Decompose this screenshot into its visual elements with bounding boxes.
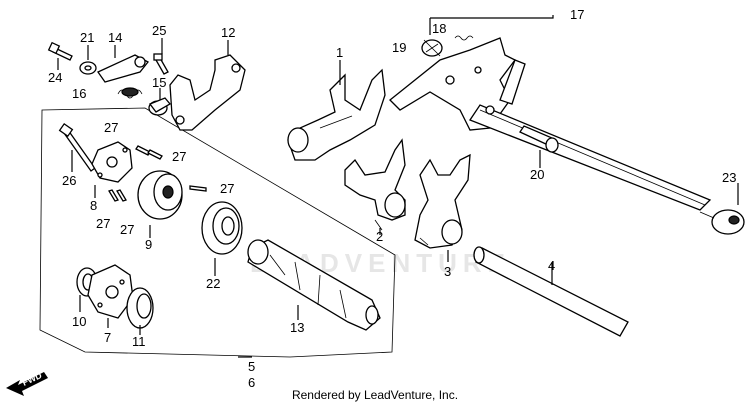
assembly-outline <box>39 107 396 358</box>
part-21-washer <box>79 61 97 75</box>
part-23-shaft-end <box>699 209 745 235</box>
part-8-drum-plate <box>91 141 133 183</box>
part-16-spring <box>117 89 143 99</box>
leader-17 <box>429 15 554 35</box>
part-number-15: 15 <box>152 75 166 90</box>
part-19-pivot <box>421 39 443 57</box>
part-27-pins <box>108 145 207 202</box>
part-3-shift-fork <box>414 153 471 249</box>
part-number-9: 9 <box>145 237 152 252</box>
part-number-27-e: 27 <box>120 222 134 237</box>
part-number-25: 25 <box>152 23 166 38</box>
part-14-stopper-arm <box>97 54 149 83</box>
part-number-27-a: 27 <box>104 120 118 135</box>
part-number-20: 20 <box>530 167 544 182</box>
part-number-11: 11 <box>132 334 146 349</box>
part-number-1: 1 <box>336 45 343 60</box>
part-number-8: 8 <box>90 198 97 213</box>
part-number-22: 22 <box>206 276 220 291</box>
part-number-17: 17 <box>570 7 584 22</box>
part-number-10: 10 <box>72 314 86 329</box>
part-20-pin <box>519 125 559 153</box>
part-number-21: 21 <box>80 30 94 45</box>
part-number-27-b: 27 <box>172 149 186 164</box>
part-2-shift-fork <box>344 138 406 231</box>
part-13-shift-drum <box>247 239 381 331</box>
part-4-shift-rod <box>473 246 629 337</box>
part-number-5: 5 <box>248 359 255 374</box>
part-number-18: 18 <box>432 21 446 36</box>
part-number-27-c: 27 <box>220 181 234 196</box>
part-7-cover-plate <box>87 264 134 319</box>
part-1-shift-fork <box>287 68 386 161</box>
part-number-26: 26 <box>62 173 76 188</box>
part-9-shift-drum-cam <box>137 170 183 220</box>
part-number-13: 13 <box>290 320 304 335</box>
part-15-collar <box>148 97 171 116</box>
part-number-2: 2 <box>376 229 383 244</box>
part-number-16: 16 <box>72 86 86 101</box>
part-24-bolt <box>47 41 73 61</box>
part-26-bolt <box>58 122 96 172</box>
part-number-24: 24 <box>48 70 62 85</box>
part-25-bolt <box>153 53 169 75</box>
part-number-3: 3 <box>444 264 451 279</box>
part-number-12: 12 <box>221 25 235 40</box>
render-credit: Rendered by LeadVenture, Inc. <box>291 388 459 402</box>
part-16-spring-coil <box>121 87 139 97</box>
part-number-23: 23 <box>722 170 736 185</box>
part-12-stopper-plate <box>169 54 246 131</box>
part-number-4: 4 <box>548 258 555 273</box>
part-number-7: 7 <box>104 330 111 345</box>
part-number-14: 14 <box>108 30 122 45</box>
part-22-bearing <box>201 201 243 255</box>
part-number-6: 6 <box>248 375 255 390</box>
part-18-spring <box>454 35 474 41</box>
part-11-bearing <box>126 287 154 329</box>
part-number-19: 19 <box>392 40 406 55</box>
part-number-27-d: 27 <box>96 216 110 231</box>
